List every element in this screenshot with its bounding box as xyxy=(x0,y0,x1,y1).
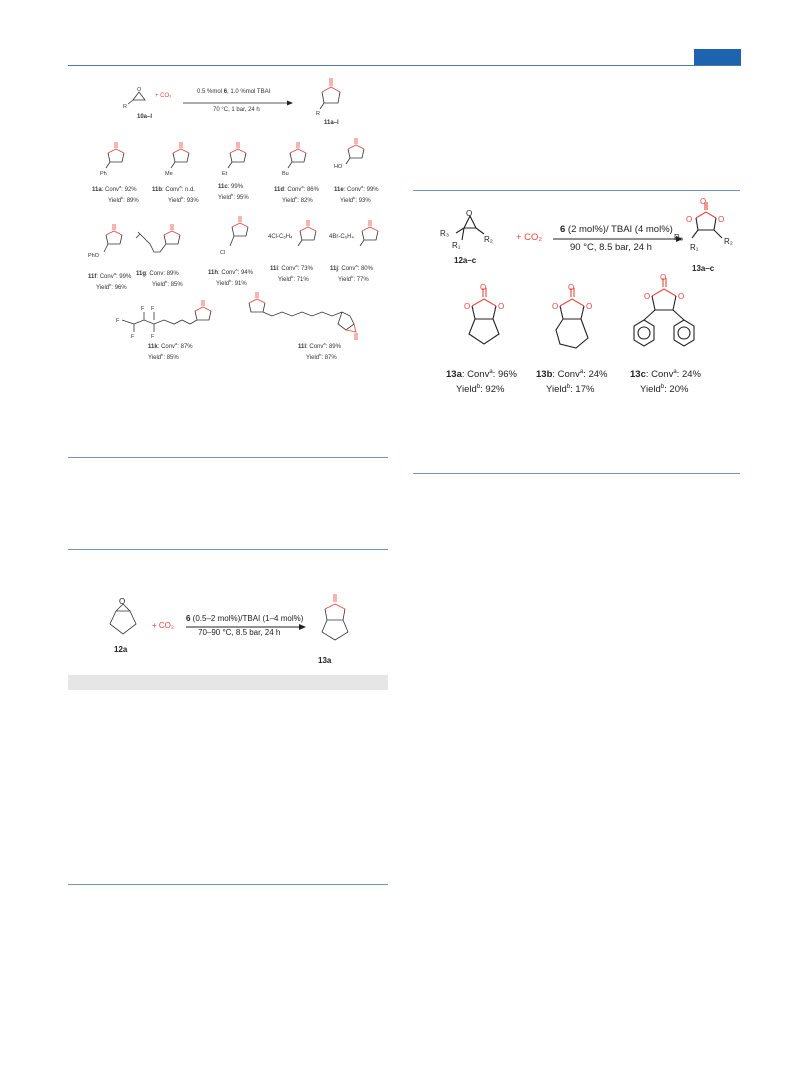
sub-11j: 4Br-C₆H₄ xyxy=(329,234,354,240)
result-11k: 11k: Conva: 87% Yieldb: 85% xyxy=(148,341,193,361)
svg-text:O: O xyxy=(498,302,504,311)
structure-11g xyxy=(135,224,181,253)
structure-11a: Ph xyxy=(100,142,125,177)
structure-12-generic: O R₃ R₁ R₂ xyxy=(440,209,493,250)
svg-text:Et: Et xyxy=(222,171,228,177)
svg-text:R₃: R₃ xyxy=(440,229,449,238)
svg-text:O: O xyxy=(466,209,472,218)
structure-13c: O O O xyxy=(633,273,695,347)
result-11d: 11d: Conva: 86% Yieldb: 82% xyxy=(274,184,319,204)
condition-bottom-left: 70 °C, 1 bar, 24 h xyxy=(213,107,260,113)
svg-text:O: O xyxy=(119,597,125,606)
svg-text:F: F xyxy=(116,318,120,324)
svg-text:O: O xyxy=(678,292,684,301)
svg-text:O: O xyxy=(586,302,592,311)
cond-mid-top: 6 (0.5–2 mol%)/TBAI (1–4 mol%) xyxy=(186,614,304,623)
structure-13b: O O O xyxy=(552,283,592,349)
cond-right-top: 6 (2 mol%)/ TBAI (4 mol%) xyxy=(560,224,673,235)
svg-text:R₁: R₁ xyxy=(452,241,461,250)
result-13c: 13c: Conva: 24% Yieldb: 20% xyxy=(630,369,701,396)
svg-text:O: O xyxy=(464,302,470,311)
result-13b: 13b: Conva: 24% Yieldb: 17% xyxy=(536,369,608,396)
svg-text:PhO: PhO xyxy=(88,253,100,259)
svg-text:R₃: R₃ xyxy=(674,233,683,242)
svg-text:Ph: Ph xyxy=(100,171,107,177)
svg-text:O: O xyxy=(660,273,666,282)
svg-text:F: F xyxy=(131,334,135,340)
label-13a-mid: 13a xyxy=(318,656,332,665)
rule-left-1 xyxy=(68,457,388,458)
co2-left: + CO₂ xyxy=(155,93,172,99)
result-11f: 11f: Conva: 99% Yieldb: 96% xyxy=(88,271,132,291)
svg-text:R₂: R₂ xyxy=(484,235,493,244)
rule-left-2 xyxy=(68,549,388,550)
structure-11b: Me xyxy=(165,142,190,177)
structure-11k: F F F F F xyxy=(116,300,212,340)
rule-right-2 xyxy=(413,473,740,474)
result-11e: 11e: Conva: 99% Yieldb: 93% xyxy=(334,184,379,204)
reaction-arrow-right xyxy=(553,236,683,242)
svg-text:O: O xyxy=(568,283,574,292)
svg-text:F: F xyxy=(151,306,155,312)
epoxide-reactant: O R xyxy=(123,87,146,110)
label-13a-c: 13a–c xyxy=(692,264,715,273)
rule-right-1 xyxy=(413,190,740,191)
result-11i: 11i: Conva: 73% Yieldb: 71% xyxy=(270,263,313,283)
reaction-arrow-left xyxy=(183,100,293,106)
result-11j: 11j: Conva: 80% Yieldb: 77% xyxy=(330,263,373,283)
structure-11f: PhO xyxy=(88,224,123,259)
result-11g: 11g: Conv: 89% Yieldb: 85% xyxy=(136,271,183,288)
svg-text:O: O xyxy=(686,215,692,224)
structure-11e: HO xyxy=(334,138,365,170)
result-11c: 11c: 99% Yieldb: 95% xyxy=(218,184,249,201)
structure-11c: Et xyxy=(222,142,247,177)
structure-11i xyxy=(297,220,317,247)
condition-top-left: 0.5 %mol 6, 1.0 %mol TBAI xyxy=(197,89,271,95)
svg-text:O: O xyxy=(552,302,558,311)
svg-text:F: F xyxy=(151,334,155,340)
table-header-bar xyxy=(68,675,388,690)
carbonate-product: R xyxy=(316,78,341,117)
label-12a-c: 12a–c xyxy=(454,256,477,265)
structure-12a: O xyxy=(109,597,137,635)
result-11l: 11l: Conva: 89% Yieldb: 87% xyxy=(298,341,341,361)
svg-text:O: O xyxy=(137,87,142,93)
svg-text:HO: HO xyxy=(334,164,343,170)
result-11a: 11a: Conva: 92% Yieldb: 89% xyxy=(92,184,139,204)
svg-text:O: O xyxy=(644,292,650,301)
svg-text:Me: Me xyxy=(165,171,173,177)
structure-11d: Bu xyxy=(282,142,307,177)
result-13a: 13a: Conva: 96% Yieldb: 92% xyxy=(446,369,517,396)
sub-11i: 4Cl-C₆H₄ xyxy=(268,234,293,240)
label-12a: 12a xyxy=(114,645,128,654)
svg-text:Bu: Bu xyxy=(282,171,289,177)
structure-11j xyxy=(359,220,379,247)
svg-text:O: O xyxy=(480,283,486,292)
cond-mid-bottom: 70–90 °C, 8.5 bar, 24 h xyxy=(198,628,281,637)
reagent-label: 10a–l xyxy=(137,114,153,120)
svg-text:Cl: Cl xyxy=(220,250,225,256)
reaction-arrow-mid xyxy=(186,624,306,630)
header-tab xyxy=(694,49,741,65)
structure-11h: Cl xyxy=(220,216,249,256)
svg-text:R: R xyxy=(123,104,127,110)
co2-right: + CO₂ xyxy=(516,232,543,243)
result-11b: 11b: Conva: n.d. Yieldb: 93% xyxy=(152,184,199,204)
cond-right-bottom: 90 °C, 8.5 bar, 24 h xyxy=(570,242,652,253)
result-11h: 11h: Conva: 94% Yieldb: 91% xyxy=(208,267,253,287)
svg-text:R₁: R₁ xyxy=(690,243,699,252)
structure-11l xyxy=(248,292,358,340)
structure-13a-mid xyxy=(321,594,349,641)
co2-mid: + CO₂ xyxy=(152,621,174,630)
rule-left-3 xyxy=(68,884,388,885)
svg-text:O: O xyxy=(718,215,724,224)
svg-text:R₂: R₂ xyxy=(724,237,733,246)
structure-13-generic: O O O R₃ R₁ R₂ xyxy=(674,197,733,252)
svg-text:O: O xyxy=(700,197,706,206)
structure-13a: O O O xyxy=(464,283,504,345)
product-label-left: 11a–l xyxy=(324,120,339,126)
header-rule xyxy=(68,65,741,66)
svg-text:R: R xyxy=(316,111,320,117)
svg-text:F: F xyxy=(141,306,145,312)
